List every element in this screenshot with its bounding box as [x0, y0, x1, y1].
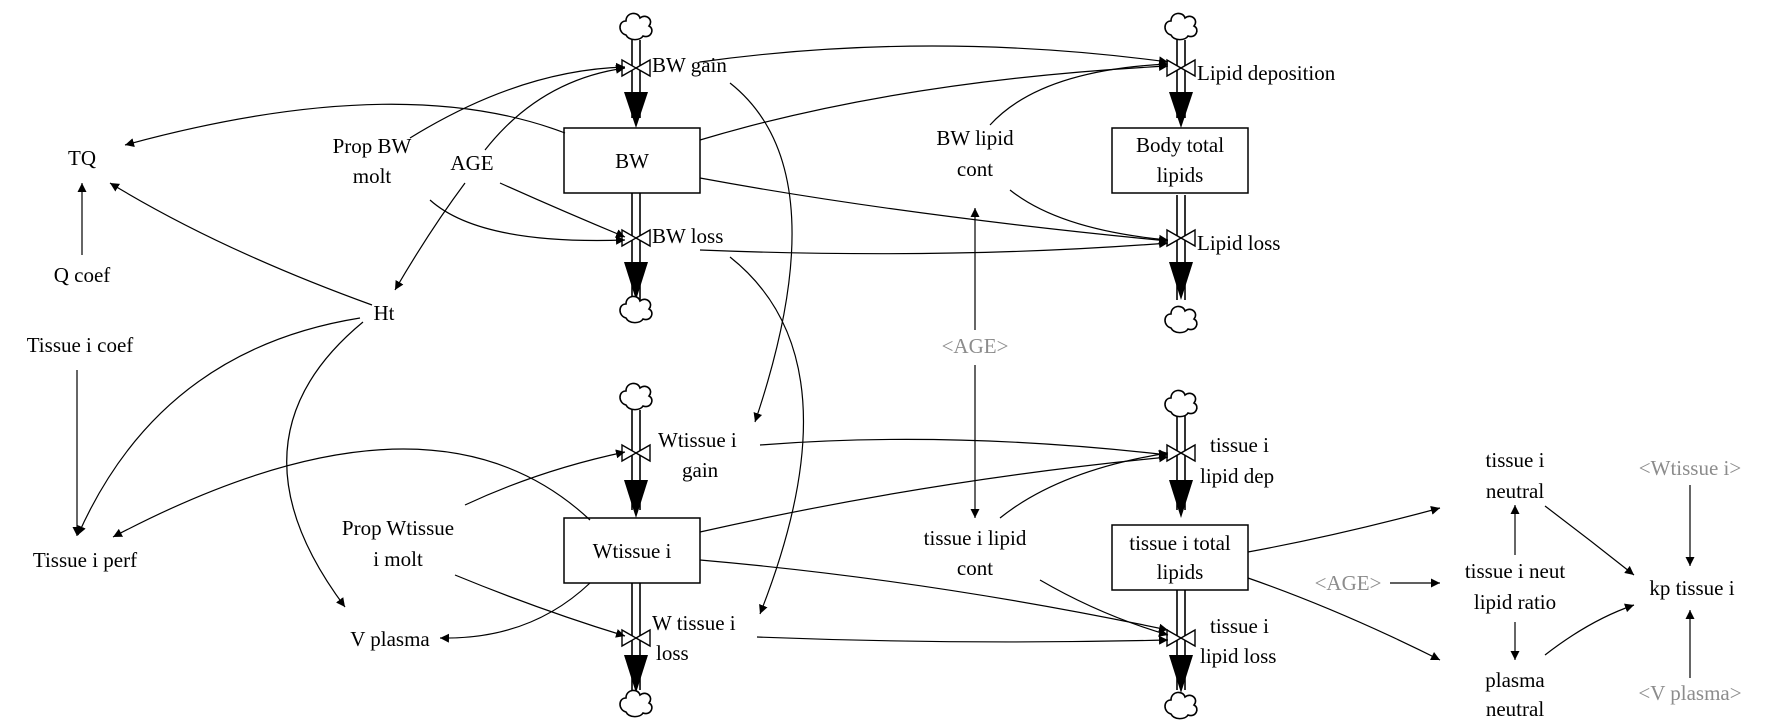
shadow-age-mid[interactable]: <AGE>: [942, 334, 1009, 358]
flow-w-tissue-i-loss-line1[interactable]: W tissue i: [652, 611, 736, 635]
stock-tissue-i-total-lipids[interactable]: tissue i total lipids: [1111, 524, 1249, 591]
cloud-icon: [1164, 389, 1198, 418]
valve-icon: [621, 58, 651, 78]
valve-icon: [1166, 228, 1196, 248]
flow-tissue-i-lipid-dep-line1[interactable]: tissue i: [1210, 433, 1269, 457]
var-tissue-i-perf[interactable]: Tissue i perf: [33, 548, 137, 572]
var-ht[interactable]: Ht: [374, 301, 395, 325]
variable-labels: TQ Q coef Prop BW molt AGE Ht Tissue i c…: [27, 126, 1735, 721]
cloud-icon: [1164, 305, 1198, 334]
flow-wtissue-i-gain-line1[interactable]: Wtissue i: [658, 428, 737, 452]
flow-wtissue-i-gain-line2[interactable]: gain: [682, 458, 719, 482]
valve-icon: [1166, 628, 1196, 648]
var-tissue-i-neutral-line2[interactable]: neutral: [1486, 479, 1544, 503]
shadow-wtissue-i[interactable]: <Wtissue i>: [1639, 456, 1741, 480]
var-v-plasma[interactable]: V plasma: [350, 627, 430, 651]
stock-wtissue-i-label: Wtissue i: [593, 539, 672, 563]
flow-tissue-i-lipid-dep-line2[interactable]: lipid dep: [1200, 464, 1274, 488]
var-bw-lipid-cont-line2[interactable]: cont: [957, 157, 993, 181]
var-tissue-i-lipid-cont-line1[interactable]: tissue i lipid: [924, 526, 1027, 550]
var-kp-tissue-i[interactable]: kp tissue i: [1649, 576, 1734, 600]
stock-wtissue-i[interactable]: Wtissue i: [563, 517, 701, 584]
shadow-v-plasma[interactable]: <V plasma>: [1638, 681, 1741, 705]
cloud-icon: [1164, 691, 1198, 720]
cloud-icon: [619, 382, 653, 411]
stock-body-total-lipids-line1: Body total: [1136, 133, 1224, 157]
stock-body-total-lipids[interactable]: Body total lipids: [1111, 127, 1249, 194]
var-tissue-i-neut-lipid-ratio-line2[interactable]: lipid ratio: [1474, 590, 1556, 614]
var-prop-wtissue-i-molt-line1[interactable]: Prop Wtissue: [342, 516, 454, 540]
stock-tissue-i-total-lipids-line1: tissue i total: [1129, 531, 1231, 555]
stock-bw-label: BW: [615, 149, 649, 173]
flow-tissue-i-lipid-loss-line2[interactable]: lipid loss: [1200, 644, 1276, 668]
var-prop-bw-molt-line1[interactable]: Prop BW: [333, 134, 412, 158]
valve-icon: [621, 628, 651, 648]
valve-icon: [1166, 443, 1196, 463]
cloud-icon: [619, 295, 653, 324]
flow-tissue-i-lipid-loss-line1[interactable]: tissue i: [1210, 614, 1269, 638]
stock-bw[interactable]: BW: [563, 127, 701, 194]
stock-tissue-i-total-lipids-line2: lipids: [1157, 560, 1204, 584]
var-age[interactable]: AGE: [450, 151, 493, 175]
valve-icon: [621, 443, 651, 463]
flow-bw-gain[interactable]: BW gain: [652, 53, 727, 77]
var-plasma-neutral-line1[interactable]: plasma: [1485, 668, 1545, 692]
flow-lipid-loss[interactable]: Lipid loss: [1197, 231, 1280, 255]
var-prop-bw-molt-line2[interactable]: molt: [353, 164, 392, 188]
var-prop-wtissue-i-molt-line2[interactable]: i molt: [373, 547, 423, 571]
shadow-age-right[interactable]: <AGE>: [1315, 571, 1382, 595]
var-tissue-i-neutral-line1[interactable]: tissue i: [1486, 448, 1545, 472]
cloud-icon: [619, 12, 653, 41]
flow-lipid-deposition[interactable]: Lipid deposition: [1197, 61, 1336, 85]
var-q-coef[interactable]: Q coef: [54, 263, 111, 287]
flow-arrowheads: [624, 92, 1193, 693]
flow-w-tissue-i-loss-line2[interactable]: loss: [656, 641, 689, 665]
source-sink-clouds: [619, 12, 1198, 720]
cloud-icon: [1164, 12, 1198, 41]
var-tissue-i-lipid-cont-line2[interactable]: cont: [957, 556, 993, 580]
shadow-variable-labels: <AGE> <AGE> <Wtissue i> <V plasma>: [942, 334, 1742, 705]
flow-bw-loss[interactable]: BW loss: [652, 224, 723, 248]
var-tissue-i-coef[interactable]: Tissue i coef: [27, 333, 134, 357]
valve-icon: [1166, 58, 1196, 78]
causal-links: [72, 45, 1695, 678]
valve-icon: [621, 228, 651, 248]
flow-pipes: [631, 40, 1186, 690]
stock-body-total-lipids-line2: lipids: [1157, 163, 1204, 187]
cloud-icon: [619, 689, 653, 718]
flow-labels: BW gain BW loss Lipid deposition Lipid l…: [652, 53, 1336, 668]
valves: [621, 58, 1196, 648]
var-bw-lipid-cont-line1[interactable]: BW lipid: [936, 126, 1014, 150]
var-tq[interactable]: TQ: [68, 146, 96, 170]
var-plasma-neutral-line2[interactable]: neutral: [1486, 697, 1544, 721]
var-tissue-i-neut-lipid-ratio-line1[interactable]: tissue i neut: [1465, 559, 1565, 583]
